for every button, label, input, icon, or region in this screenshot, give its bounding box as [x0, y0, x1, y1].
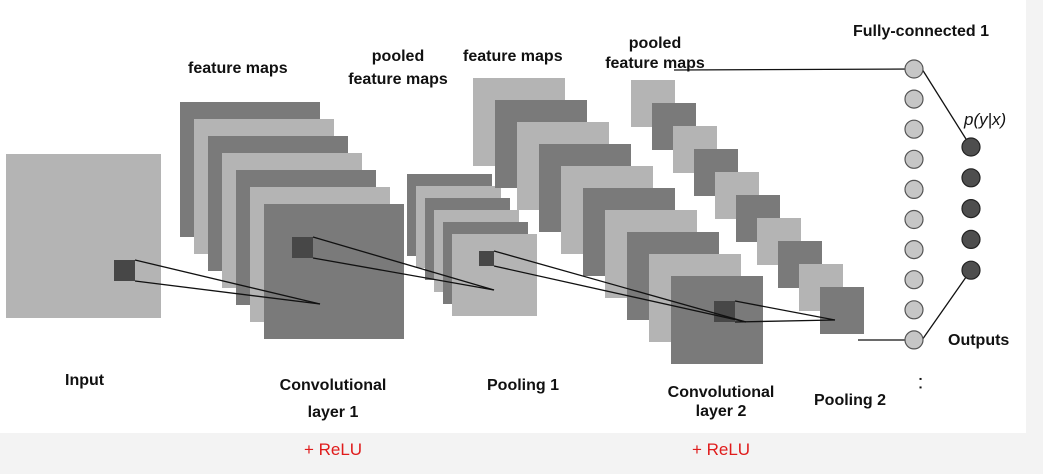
feature-maps-1-stack [180, 102, 404, 339]
conv2-label-line2: layer 2 [696, 403, 747, 420]
feature-map [452, 234, 537, 316]
fc-node [904, 59, 924, 79]
input-image [6, 154, 161, 318]
ellipsis-label: · · [913, 377, 929, 390]
pool2-label: Pooling 2 [814, 392, 886, 409]
output-node [961, 229, 981, 249]
fully-connected-nodes [904, 59, 924, 350]
rf-line [493, 265, 747, 323]
output-nodes [961, 137, 981, 280]
rf-line [734, 300, 836, 321]
feature-maps-2-label: feature maps [463, 48, 563, 65]
pooled-maps-1-label-line2: feature maps [348, 71, 448, 88]
output-node [961, 168, 981, 188]
fc-line [921, 68, 972, 148]
conv1-label-line1: Convolutional [280, 377, 387, 394]
rf-line [134, 280, 321, 305]
rf-line [312, 236, 495, 291]
output-node [961, 137, 981, 157]
output-node [961, 199, 981, 219]
pooled-maps-2-label-line1: pooled [629, 35, 681, 52]
feature-map [820, 287, 864, 334]
fc-node [904, 149, 924, 169]
receptive-field-lines [134, 68, 915, 341]
fc-node [904, 209, 924, 230]
rf-line [493, 250, 747, 323]
outputs-label: Outputs [948, 332, 1009, 349]
fc-node [904, 179, 924, 199]
fc-node [904, 119, 924, 139]
conv2-label-line1: Convolutional [668, 384, 775, 401]
fc-node [904, 330, 924, 350]
probability-label: p(y|x) [963, 110, 1006, 129]
pool1-label: Pooling 1 [487, 377, 559, 394]
pooled-maps-1-label-line1: pooled [372, 48, 424, 65]
feature-maps-1-label: feature maps [188, 60, 288, 77]
fc-node [904, 89, 924, 109]
rf-line [312, 257, 495, 291]
feature-maps-2-stack [473, 78, 763, 364]
output-node [961, 260, 981, 280]
fc-node [904, 300, 924, 320]
pooled-maps-2-stack [631, 80, 864, 334]
fc-node [904, 240, 924, 260]
rf-line [673, 68, 915, 71]
feature-map [264, 204, 404, 339]
relu-label-1: + ReLU [304, 440, 362, 459]
rf-line [734, 319, 836, 323]
input-kernel [114, 260, 135, 281]
conv1-label-line2: layer 1 [308, 404, 359, 421]
fc-node [904, 270, 924, 290]
pooled-maps-1-stack [407, 174, 537, 316]
conv1-kernel [292, 237, 313, 258]
relu-label-2: + ReLU [692, 440, 750, 459]
fully-connected-label: Fully-connected 1 [853, 23, 989, 40]
pooled-maps-2-label-line2: feature maps [605, 55, 705, 72]
pool1-kernel [479, 251, 494, 266]
fc-connections [921, 68, 972, 341]
input-label: Input [65, 372, 105, 389]
rf-line [134, 259, 321, 305]
fc-line [921, 269, 972, 341]
